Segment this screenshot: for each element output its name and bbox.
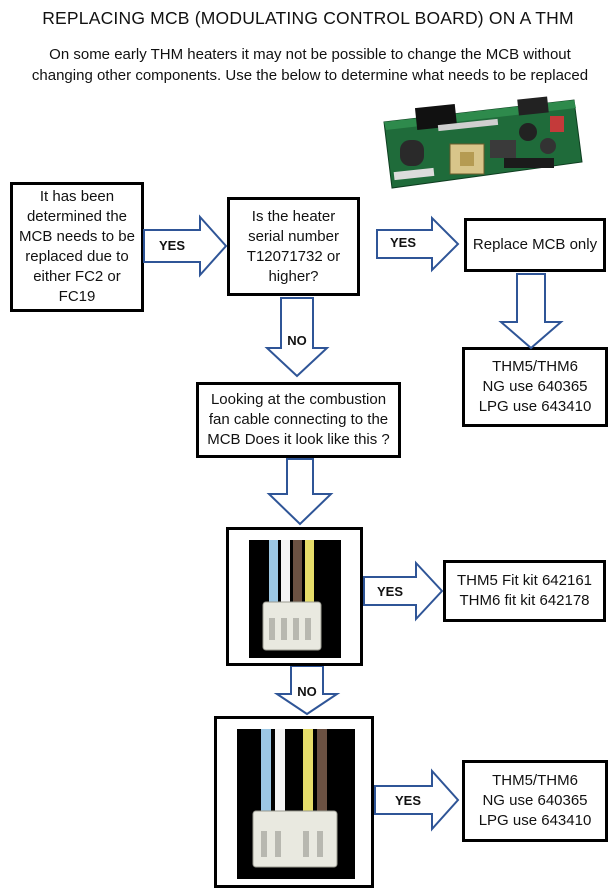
arrow-down-fan [266, 458, 334, 526]
connector-photo-frame-1 [226, 527, 363, 666]
replace-only-box: Replace MCB only [464, 218, 606, 272]
edge-label-yes4: YES [394, 793, 421, 808]
edge-label-yes3: YES [376, 584, 403, 599]
intro-text: On some early THM heaters it may not be … [31, 46, 589, 84]
start-box: It has been determined the MCB needs to … [10, 182, 144, 312]
arrow-right-yes4 [374, 768, 460, 832]
serial-question-box: Is the heater serial number T12071732 or… [227, 197, 360, 296]
arrow-right-yes3 [363, 560, 444, 622]
edge-label-yes2: YES [389, 235, 416, 250]
arrow-right-yes1 [143, 214, 228, 278]
fit-kit-line-1: THM5 Fit kit 642161 [456, 572, 593, 589]
result-bottom-line-2: NG use 640365 [482, 792, 588, 809]
result-bottom-line-3: LPG use 643410 [478, 812, 592, 829]
arrow-down-no1 [264, 297, 330, 378]
connector-photo-2 [237, 729, 355, 879]
mcb-board-photo [383, 96, 583, 189]
arrow-right-yes2 [376, 215, 460, 273]
arrow-down-replace [498, 273, 564, 350]
result-top-line-1: THM5/THM6 [492, 358, 578, 375]
result-box-top: THM5/THM6 NG use 640365 LPG use 643410 [462, 347, 608, 427]
result-bottom-line-1: THM5/THM6 [492, 772, 578, 789]
connector-photo-frame-2 [214, 716, 374, 888]
connector-photo-1 [249, 540, 341, 658]
arrow-down-no2 [273, 665, 341, 716]
edge-label-no2: NO [297, 684, 317, 699]
result-top-line-2: NG use 640365 [482, 378, 588, 395]
result-box-bottom: THM5/THM6 NG use 640365 LPG use 643410 [462, 760, 608, 842]
fit-kit-line-2: THM6 fit kit 642178 [459, 592, 590, 609]
page-title: REPLACING MCB (MODULATING CONTROL BOARD)… [42, 8, 574, 28]
fit-kit-box: THM5 Fit kit 642161 THM6 fit kit 642178 [443, 560, 606, 622]
result-top-line-3: LPG use 643410 [478, 398, 592, 415]
edge-label-yes1: YES [158, 238, 185, 253]
fan-question-box: Looking at the combustion fan cable conn… [196, 382, 401, 458]
edge-label-no1: NO [287, 333, 307, 348]
